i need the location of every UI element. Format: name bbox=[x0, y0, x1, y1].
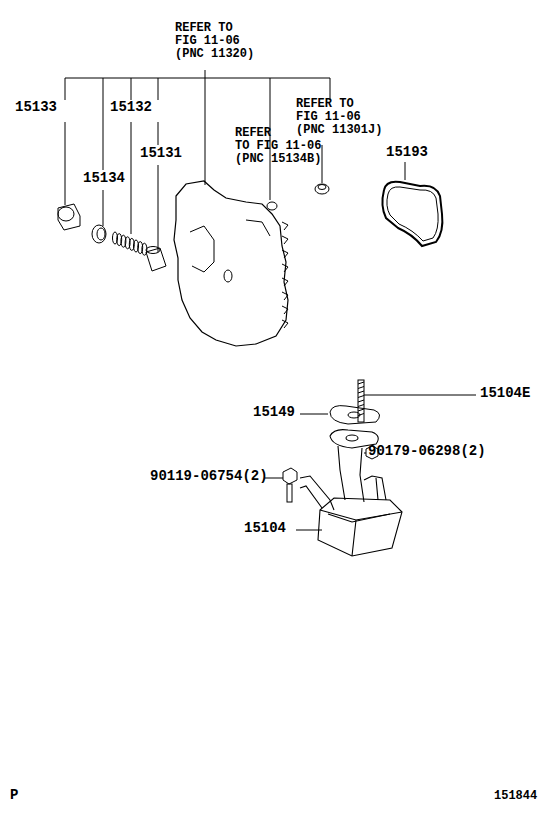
oil-pump-body bbox=[174, 181, 288, 346]
gasket bbox=[382, 182, 442, 246]
callout-number: 15133 bbox=[15, 100, 57, 115]
housing-detail bbox=[190, 220, 270, 282]
figure-code: 151844 bbox=[494, 790, 537, 803]
o-ring bbox=[267, 202, 277, 210]
callout-number: 15104 bbox=[244, 521, 286, 536]
stud bbox=[358, 380, 364, 422]
callout-number: 15149 bbox=[253, 405, 295, 420]
bolt bbox=[283, 468, 297, 502]
gasket bbox=[387, 187, 438, 241]
plug bbox=[315, 184, 329, 194]
reference-note: REFER TO FIG 11-06 (PNC 11301J) bbox=[296, 98, 382, 137]
relief-valve bbox=[146, 247, 166, 272]
plug bbox=[58, 204, 80, 230]
reference-note: REFER TO FIG 11-06 (PNC 11320) bbox=[175, 22, 254, 61]
callout-number: 90179-06298(2) bbox=[368, 444, 486, 459]
callout-number: 15131 bbox=[140, 146, 182, 161]
gasket-ring bbox=[92, 225, 106, 243]
callout-number: 15132 bbox=[110, 100, 152, 115]
page-marker: P bbox=[10, 788, 18, 803]
callout-number: 90119-06754(2) bbox=[150, 469, 268, 484]
reference-note: REFER TO FIG 11-06 (PNC 15134B) bbox=[235, 127, 321, 166]
strainer-gasket bbox=[330, 406, 380, 424]
callout-number: 15193 bbox=[386, 145, 428, 160]
callout-number: 15104E bbox=[480, 386, 530, 401]
housing-teeth bbox=[282, 222, 288, 328]
callout-number: 15134 bbox=[83, 171, 125, 186]
leader-lines bbox=[65, 70, 476, 530]
spring bbox=[113, 232, 147, 255]
